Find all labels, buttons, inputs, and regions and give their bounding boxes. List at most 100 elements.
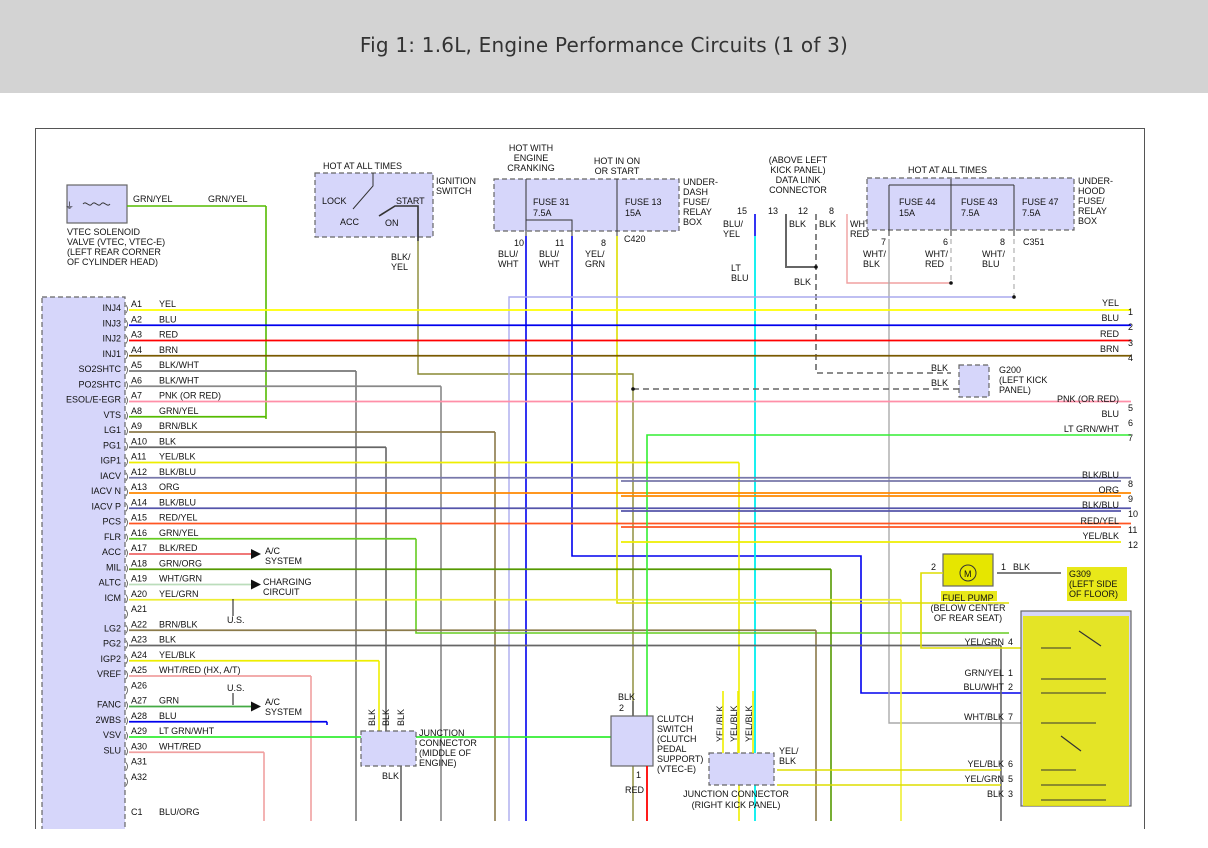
connector-pin-symbol [125, 548, 128, 558]
underdash-fuse-relay-box [493, 178, 680, 232]
output-wire-label: BLU [1101, 409, 1119, 419]
ecm-pin-number: A13 [131, 482, 147, 492]
clutch-switch-label: SUPPORT) [657, 754, 703, 764]
arrow-icon [251, 549, 261, 559]
fuse-supply-label: CRANKING [507, 163, 555, 173]
ecm-wire-color: LT GRN/WHT [159, 726, 215, 736]
underhood-fuse-label: FUSE 44 [899, 197, 936, 207]
connector-pin-symbol [125, 747, 128, 756]
clutch-pin-bottom: 1 [636, 770, 641, 780]
output-number: 9 [1128, 494, 1133, 504]
connector-pin-symbol [125, 365, 128, 375]
output-number: 6 [1128, 418, 1133, 428]
connector-pin-symbol [125, 335, 128, 344]
yel-grn-pump-wire [920, 572, 1021, 649]
dlc-pin-wire-label: BLK [789, 219, 806, 229]
relay-pin-number: 3 [1008, 789, 1013, 799]
underhood-fuse-label: FUSE 47 [1022, 197, 1059, 207]
underdash-box-label: UNDER- [683, 177, 718, 187]
dlc-blk-13 [785, 214, 816, 268]
relay-wire-label: YEL/GRN [964, 774, 1004, 784]
fuse-13-rating: 15A [625, 208, 641, 218]
g200-label: PANEL) [999, 385, 1031, 395]
splice-dot [631, 387, 635, 391]
output-number: 3 [1128, 338, 1133, 348]
relay-wire-label: YEL/BLK [967, 759, 1004, 769]
vtec-wire-label: GRN/YEL [133, 194, 173, 204]
ecm-wire-color: WHT/RED [159, 741, 201, 751]
ecm-pin-function: LG2 [104, 623, 121, 633]
ecm-pin-function: ESOL/E-EGR [66, 395, 122, 405]
fuel-pump-label-highlight [941, 591, 997, 601]
vtec-wire-label-2: GRN/YEL [208, 194, 248, 204]
underhood-box-label: BOX [1078, 216, 1097, 226]
ecm-pin-function: INJ3 [102, 318, 121, 328]
ecm-pin-number: A11 [131, 452, 146, 462]
connector-pin-symbol [125, 564, 128, 573]
ecm-pin-function: ICM [105, 593, 122, 603]
coil-icon [82, 202, 111, 206]
ecm-wire-color: WHT/RED (HX, A/T) [159, 665, 241, 675]
junction-input-label: BLK [381, 709, 391, 726]
underhood-box-label: HOOD [1078, 186, 1106, 196]
dlc-pin-number: 12 [798, 206, 808, 216]
ecm-pin-number: A1 [131, 299, 142, 309]
connector-pin-symbol [125, 304, 128, 314]
ecm-pin-function: VREF [97, 669, 122, 679]
ignition-switch-label: SWITCH [436, 186, 472, 196]
arrow-icon [251, 701, 261, 712]
ignition-switch-label: IGNITION [436, 176, 476, 186]
ecm-pin-number: A5 [131, 360, 142, 370]
vtec-solenoid-label: VALVE (VTEC, VTEC-E) [67, 237, 165, 247]
ecm-wire-color: BLK [159, 436, 176, 446]
lt-blu-label: LT [731, 263, 741, 273]
connector-pin-symbol [125, 625, 128, 634]
junction-kick-label: JUNCTION CONNECTOR [683, 789, 789, 799]
output-wire-label: ORG [1098, 485, 1119, 495]
dlc-pin-wire-label: RED [850, 229, 870, 239]
ecm-wire-color: GRN [159, 696, 179, 706]
ecm-pin-number: A23 [131, 635, 147, 645]
relay-wire-label: BLK [987, 789, 1004, 799]
us-label-2: U.S. [227, 683, 245, 693]
ecm-wire-color: BLU [159, 314, 177, 324]
output-number: 10 [1128, 509, 1138, 519]
underhood-box-label: FUSE/ [1078, 196, 1105, 206]
splice-dot [814, 265, 818, 269]
switch-position-start: START [396, 196, 425, 206]
wht-red-dlc-wire [846, 214, 951, 284]
blu-wht-wire-11 [571, 236, 1021, 694]
ecm-pin-number: A24 [131, 650, 147, 660]
ecm-pin-number: A15 [131, 513, 147, 523]
junction-kick-output-label: BLK [779, 756, 796, 766]
ecm-pin-number: A17 [131, 543, 147, 553]
ecm-wire-color: BRN/BLK [159, 421, 198, 431]
output-wire-label: BRN [1100, 344, 1119, 354]
junction-kick-input-label: YEL/BLK [744, 705, 754, 742]
g309-label: OF FLOOR) [1069, 589, 1118, 599]
junction-kick-input-label: YEL/BLK [715, 705, 725, 742]
connector-pin-symbol [125, 731, 128, 741]
connector-pin-symbol [125, 381, 128, 390]
junction-engine-output: BLK [382, 771, 399, 781]
connector-pin-symbol [125, 411, 128, 420]
connector-pin-symbol [125, 762, 128, 771]
fuel-pump-label: FUEL PUMP [942, 593, 993, 603]
fuse-pin-number: 11 [555, 238, 564, 248]
ecm-pin-number: A30 [131, 741, 147, 751]
junction-connector-kick [708, 752, 775, 786]
ecm-pin-function: FANC [97, 700, 122, 710]
connector-pin-symbol [125, 350, 128, 359]
junction-engine-label: ENGINE) [419, 758, 457, 768]
underdash-box-label: BOX [683, 217, 702, 227]
underhood-pin-number: 8 [1000, 237, 1005, 247]
ecm-pin-function: INJ2 [102, 334, 121, 344]
ecm-pin-function: VTS [103, 410, 121, 420]
ecm-wire-color: BRN/BLK [159, 619, 198, 629]
clutch-wire-bottom: RED [625, 785, 645, 795]
ecm-pin-function: PG1 [103, 440, 121, 450]
underdash-box-label: DASH [683, 187, 708, 197]
wht-blu-long-wire [508, 296, 1014, 821]
